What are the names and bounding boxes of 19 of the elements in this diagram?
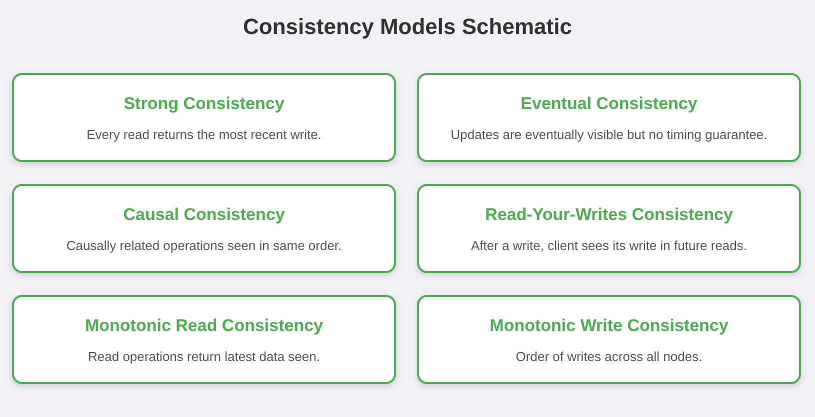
card-description: Updates are eventually visible but no timing guarantee. <box>450 127 768 142</box>
model-card <box>12 184 396 273</box>
card-description: Every read returns the most recent write. <box>86 127 322 142</box>
card-heading: Read-Your-Writes Consistency <box>484 205 734 225</box>
card-description: Causally related operations seen in same order. <box>65 238 343 253</box>
card-description: Order of writes across all nodes. <box>514 349 704 364</box>
card-description: Read operations return latest data seen. <box>87 349 321 364</box>
card-heading: Monotonic Write Consistency <box>488 316 730 336</box>
model-card <box>12 295 396 384</box>
card-heading: Monotonic Read Consistency <box>84 316 324 336</box>
card-heading: Strong Consistency <box>122 94 286 114</box>
model-card <box>417 184 801 273</box>
model-card <box>417 295 801 384</box>
diagram-title: Consistency Models Schematic <box>242 14 573 40</box>
card-heading: Eventual Consistency <box>520 94 698 114</box>
model-card <box>417 73 801 162</box>
card-heading: Causal Consistency <box>122 205 286 225</box>
card-description: After a write, client sees its write in future reads. <box>470 238 748 253</box>
model-card <box>12 73 396 162</box>
